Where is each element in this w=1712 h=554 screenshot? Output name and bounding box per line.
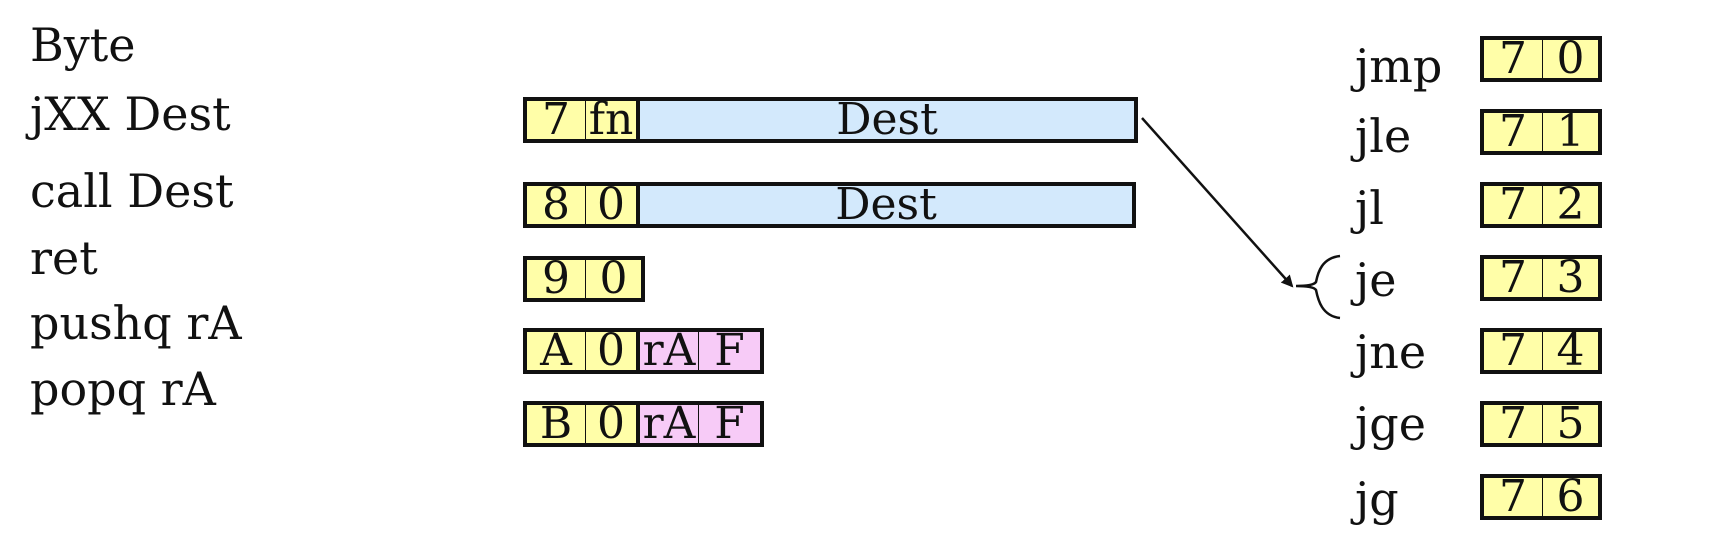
code-hi-cell: 7 (1480, 182, 1546, 228)
encoding-ret: 9 0 (523, 256, 645, 302)
fn-cell: 0 (585, 401, 640, 447)
code-lo-cell: 2 (1542, 182, 1602, 228)
register-b-cell: F (698, 401, 764, 447)
encoding-popq: B 0 rA F (523, 401, 764, 447)
code-lo-cell: 0 (1542, 36, 1602, 82)
jump-code-je: 7 3 (1480, 255, 1602, 301)
encoding-call: 8 0 Dest (523, 182, 1136, 228)
brace-icon (1295, 254, 1341, 320)
code-lo-cell: 4 (1542, 328, 1602, 374)
jump-name-je: je (1355, 253, 1397, 307)
arrow-line (1141, 117, 1294, 288)
jump-name-jle: jle (1355, 109, 1412, 163)
instr-name-jxx: jXX Dest (30, 87, 231, 141)
opcode-cell: 8 (523, 182, 589, 228)
encoding-pushq: A 0 rA F (523, 328, 764, 374)
encoding-jxx: 7 fn Dest (523, 97, 1138, 143)
code-lo-cell: 3 (1542, 255, 1602, 301)
code-lo-cell: 6 (1542, 474, 1602, 520)
jump-code-jmp: 7 0 (1480, 36, 1602, 82)
jump-name-jne: jne (1355, 325, 1427, 379)
jump-name-jl: jl (1355, 181, 1384, 235)
instr-name-call: call Dest (30, 164, 234, 218)
code-lo-cell: 5 (1542, 401, 1602, 447)
dest-field: Dest (636, 182, 1136, 228)
code-hi-cell: 7 (1480, 328, 1546, 374)
jump-code-jge: 7 5 (1480, 401, 1602, 447)
jump-code-jg: 7 6 (1480, 474, 1602, 520)
jump-code-jne: 7 4 (1480, 328, 1602, 374)
jump-name-jg: jg (1355, 472, 1399, 526)
register-b-cell: F (698, 328, 764, 374)
jump-name-jge: jge (1355, 397, 1426, 451)
code-hi-cell: 7 (1480, 109, 1546, 155)
code-hi-cell: 7 (1480, 401, 1546, 447)
instr-name-ret: ret (30, 231, 98, 285)
opcode-cell: A (523, 328, 589, 374)
dest-field: Dest (636, 97, 1138, 143)
code-lo-cell: 1 (1542, 109, 1602, 155)
jump-code-jle: 7 1 (1480, 109, 1602, 155)
jump-code-jl: 7 2 (1480, 182, 1602, 228)
jump-name-jmp: jmp (1355, 39, 1443, 93)
instr-name-pushq: pushq rA (30, 296, 242, 350)
code-hi-cell: 7 (1480, 255, 1546, 301)
byte-header: Byte (30, 18, 136, 72)
instr-name-popq: popq rA (30, 362, 216, 416)
fn-cell: 0 (585, 182, 640, 228)
fn-cell: 0 (585, 256, 645, 302)
register-a-cell: rA (636, 401, 702, 447)
